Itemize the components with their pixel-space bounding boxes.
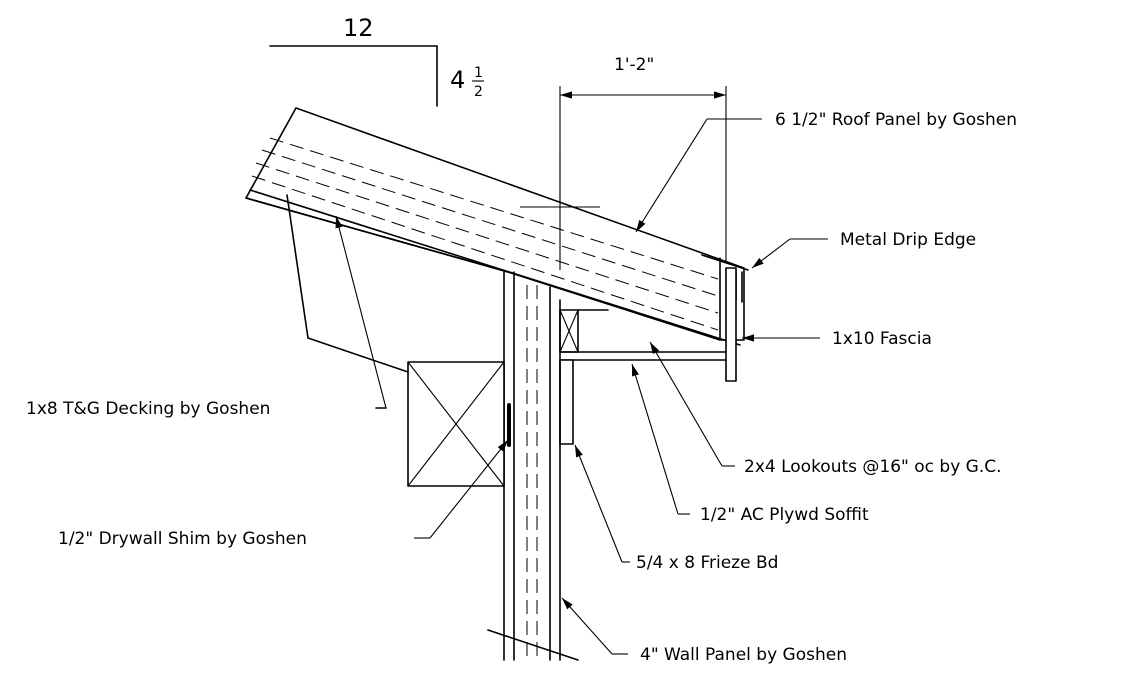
- fascia-board: [725, 267, 737, 382]
- frieze-label: 5/4 x 8 Frieze Bd: [636, 553, 778, 573]
- slope-frac-denominator: 2: [474, 84, 483, 100]
- slope-rise-text: 4: [450, 66, 465, 94]
- decking-label: 1x8 T&G Decking by Goshen: [26, 399, 270, 419]
- decking-leader: [286, 194, 409, 409]
- leaders: [414, 118, 828, 655]
- roof-panel: [245, 107, 745, 346]
- overhang-dimension-text: 1'-2": [614, 55, 654, 75]
- lookout-soffit: [559, 309, 727, 361]
- beam-block: [407, 361, 505, 487]
- soffit-label: 1/2" AC Plywd Soffit: [700, 505, 869, 525]
- slope-frac-numerator: 1: [474, 65, 483, 81]
- overhang-dimension: 1'-2": [559, 55, 727, 262]
- drip-edge-label: Metal Drip Edge: [840, 230, 976, 250]
- wall-panel-label: 4" Wall Panel by Goshen: [640, 645, 847, 665]
- lookouts-label: 2x4 Lookouts @16" oc by G.C.: [744, 457, 1002, 477]
- slope-run-text: 12: [343, 14, 374, 42]
- roof-panel-label: 6 1/2" Roof Panel by Goshen: [775, 110, 1017, 130]
- drywall-shim-label: 1/2" Drywall Shim by Goshen: [58, 529, 307, 549]
- frieze-board: [559, 359, 574, 445]
- fascia-label: 1x10 Fascia: [832, 329, 932, 349]
- slope-indicator: 12 4 1 2: [269, 14, 484, 107]
